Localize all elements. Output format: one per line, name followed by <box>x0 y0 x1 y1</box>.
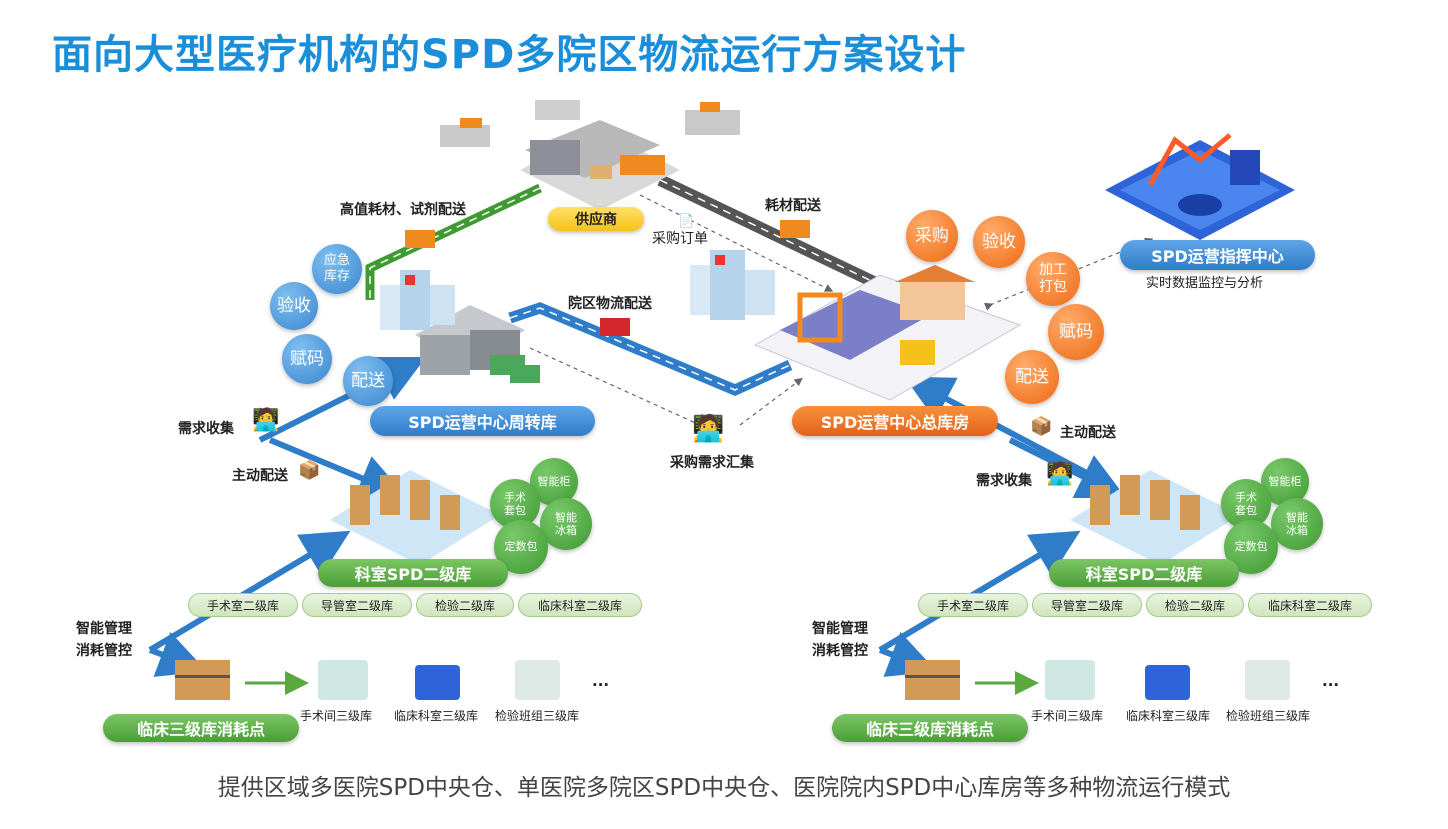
left-mgmt-label-1: 智能管理 <box>76 621 132 637</box>
right-substore-lab: 检验二级库 <box>1146 593 1244 617</box>
purchaser-desk-icon: 🧑‍💻 <box>692 414 725 444</box>
right-delivery-label: 主动配送 <box>1060 425 1116 441</box>
central-warehouse-platform <box>753 265 1022 401</box>
dept-warehouse-illustration-right <box>1070 470 1240 565</box>
left-dept-warehouse-label: 科室SPD二级库 <box>318 559 508 587</box>
coding-circle-right: 赋码 <box>1048 304 1104 360</box>
left-mgmt-label-2: 消耗管控 <box>76 643 132 659</box>
campus-logistics-route <box>508 302 793 397</box>
footer-caption: 提供区域多医院SPD中央仓、单医院多院区SPD中央仓、医院院内SPD中心库房等多… <box>217 775 1231 801</box>
right-substore-clinical: 临床科室二级库 <box>1248 593 1372 617</box>
consumables-route-label: 耗材配送 <box>765 198 821 214</box>
left-tier3-clinical: 临床科室三级库 <box>394 709 479 723</box>
left-consumption-label: 临床三级库消耗点 <box>103 714 299 742</box>
left-substore-or: 手术室二级库 <box>188 593 298 617</box>
left-substore-lab: 检验二级库 <box>416 593 514 617</box>
processing-circle: 加工打包 <box>1026 252 1080 306</box>
right-demand-desk-icon: 🧑‍💻 <box>1046 462 1074 487</box>
purchase-order-label: 采购订单 <box>652 231 708 247</box>
right-tier3-lab: 检验班组三级库 <box>1226 709 1311 723</box>
left-ellipsis: ... <box>592 672 610 690</box>
command-center-graphic <box>1105 133 1295 240</box>
right-substore-or: 手术室二级库 <box>918 593 1028 617</box>
right-fixed-pack-circle: 定数包 <box>1224 520 1278 574</box>
right-consumption-label: 临床三级库消耗点 <box>832 714 1028 742</box>
right-tier3-clinical: 临床科室三级库 <box>1126 709 1211 723</box>
central-warehouse-label: SPD运营中心总库房 <box>792 406 998 436</box>
left-flow-arrow-2 <box>268 437 407 501</box>
left-tier3-or: 手术间三级库 <box>300 709 373 723</box>
acceptance-circle-left: 验收 <box>270 282 318 330</box>
hospital-building-center <box>690 250 775 320</box>
campus-logistics-label: 院区物流配送 <box>568 296 652 312</box>
acceptance-circle-right: 验收 <box>973 216 1025 268</box>
turnover-warehouse-label: SPD运营中心周转库 <box>370 406 595 436</box>
page-title: 面向大型医疗机构的SPD多院区物流运行方案设计 <box>52 32 967 78</box>
right-ellipsis: ... <box>1322 672 1340 690</box>
demand-line-left <box>529 347 701 426</box>
left-demand-label: 需求收集 <box>178 421 234 437</box>
small-factory-icons <box>440 100 740 147</box>
procurement-circle: 采购 <box>906 210 958 262</box>
high-value-route-label: 高值耗材、试剂配送 <box>340 202 466 218</box>
left-delivery-worker-icon: 📦 <box>298 460 321 481</box>
right-smart-fridge-circle: 智能冰箱 <box>1271 498 1323 550</box>
right-demand-label: 需求收集 <box>976 473 1032 489</box>
distribution-circle-left: 配送 <box>343 356 393 406</box>
right-substore-cath: 导管室二级库 <box>1032 593 1142 617</box>
tier3-room-icons-left <box>318 660 560 700</box>
tier3-room-icons-right <box>1045 660 1290 700</box>
left-substore-clinical: 临床科室二级库 <box>518 593 642 617</box>
left-substore-cath: 导管室二级库 <box>302 593 412 617</box>
consumption-shelf-left <box>175 660 230 700</box>
dept-warehouse-illustration-left <box>330 470 500 565</box>
command-center-subtitle: 实时数据监控与分析 <box>1146 276 1264 291</box>
distribution-circle-right: 配送 <box>1005 350 1059 404</box>
right-dept-warehouse-label: 科室SPD二级库 <box>1049 559 1239 587</box>
right-mgmt-label-1: 智能管理 <box>812 621 868 637</box>
right-tier3-or: 手术间三级库 <box>1031 709 1104 723</box>
right-flow-arrow-1 <box>904 376 1102 483</box>
truck-icon <box>405 230 435 248</box>
command-center-label: SPD运营指挥中心 <box>1120 240 1315 270</box>
right-delivery-worker-icon: 📦 <box>1030 416 1053 437</box>
right-mgmt-label-2: 消耗管控 <box>812 643 868 659</box>
purchase-order-line <box>639 194 834 292</box>
coding-circle-left: 赋码 <box>282 334 332 384</box>
supplier-label: 供应商 <box>548 207 644 231</box>
left-delivery-label: 主动配送 <box>232 468 288 484</box>
right-flow-arrow-2 <box>1008 437 1127 499</box>
left-smart-fridge-circle: 智能冰箱 <box>540 498 592 550</box>
truck-icon <box>780 220 810 238</box>
purchase-demand-label: 采购需求汇集 <box>670 455 754 471</box>
document-icon: 📄 <box>678 214 695 229</box>
hospital-building-left <box>380 270 455 330</box>
supplier-warehouse-icon <box>520 120 680 210</box>
left-tier3-lab: 检验班组三级库 <box>495 709 580 723</box>
consumption-shelf-right <box>905 660 960 700</box>
truck-icon <box>600 318 630 336</box>
left-demand-desk-icon: 🧑‍💻 <box>252 408 280 433</box>
emergency-stock-circle: 应急库存 <box>312 244 362 294</box>
